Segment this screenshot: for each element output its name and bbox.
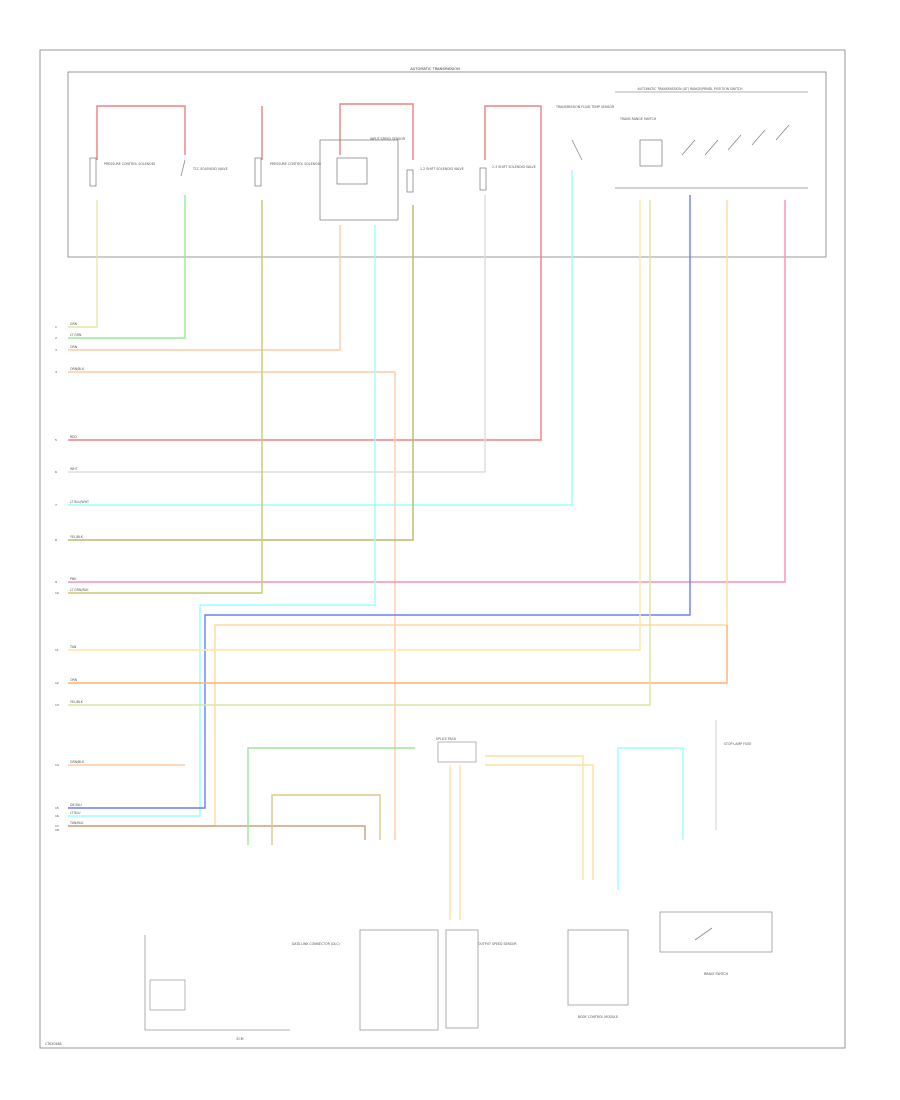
- svg-text:ECM: ECM: [237, 1037, 244, 1041]
- wire-color-label: YEL/BLK: [70, 700, 84, 704]
- pin-number: 6: [55, 470, 57, 474]
- pin-number: 5: [55, 438, 57, 442]
- footer-code: CTKX0488: [45, 1042, 62, 1046]
- svg-text:DATA LINK CONNECTOR (DLC): DATA LINK CONNECTOR (DLC): [292, 942, 340, 946]
- wire-color-label: TAN/BLK: [69, 821, 84, 825]
- svg-text:BRAKE SWITCH: BRAKE SWITCH: [704, 972, 729, 976]
- wire-color-label: YEL/BLK: [70, 535, 84, 539]
- pin-number: 15: [55, 806, 59, 810]
- pin-number: 16: [55, 814, 59, 818]
- wires: [68, 103, 786, 920]
- ecm-module: ECM DATA LINK CONNECTOR (DLC): [144, 935, 340, 1041]
- pin-number: 9: [55, 580, 57, 584]
- wire-color-label: PNK: [70, 577, 77, 581]
- pin-number: 12: [55, 681, 59, 685]
- wire-color-label: GRN: [70, 322, 78, 326]
- pin-number: 14: [55, 763, 59, 767]
- connector-block: [359, 929, 439, 1031]
- pin-number: 18: [55, 828, 59, 832]
- svg-text:TRANS RANGE SWITCH: TRANS RANGE SWITCH: [619, 117, 657, 121]
- input-speed-sensor: INPUT SPEED SENSOR: [319, 137, 406, 221]
- pin-number: 11: [55, 648, 59, 652]
- wire-color-label: LT GRN/BLK: [70, 588, 89, 592]
- svg-text:PRESSURE CONTROL SOLENOID: PRESSURE CONTROL SOLENOID: [270, 162, 322, 166]
- fluid-temp-sensor: TRANSMISSION FLUID TEMP SENSOR: [555, 105, 615, 161]
- pin-number: 1: [55, 325, 57, 329]
- pin-number: 17: [55, 824, 59, 828]
- stop-lamp-fuse: STOP LAMP FUSE: [724, 742, 751, 746]
- tcc-solenoid-switch: TCC SOLENOID VALVE: [180, 159, 228, 177]
- svg-text:BODY CONTROL MODULE: BODY CONTROL MODULE: [578, 1015, 618, 1019]
- output-speed-sensor: OUTPUT SPEED SENSOR: [445, 929, 517, 1029]
- svg-text:OUTPUT SPEED SENSOR: OUTPUT SPEED SENSOR: [478, 942, 517, 946]
- wire-color-label: LT BLU/WHT: [70, 500, 89, 504]
- pin-number: 4: [55, 370, 57, 374]
- wire-color-label: ORN: [70, 678, 78, 682]
- wire-color-label: LT GRN: [70, 333, 82, 337]
- pressure-control-solenoid-2: PRESSURE CONTROL SOLENOID: [254, 157, 322, 187]
- svg-text:PRESSURE CONTROL SOLENOID: PRESSURE CONTROL SOLENOID: [104, 162, 156, 166]
- pin-number: 2: [55, 336, 57, 340]
- svg-text:TRANSMISSION FLUID TEMP SENSOR: TRANSMISSION FLUID TEMP SENSOR: [555, 105, 615, 109]
- wire-color-label: DK BLU: [70, 803, 82, 807]
- trans-range-switch: TRANS RANGE SWITCH: [615, 117, 808, 189]
- shift-solenoid-2-3: 2-3 SHIFT SOLENOID VALVE: [479, 165, 536, 191]
- wire-color-label: GRN/BLK: [70, 760, 85, 764]
- svg-text:STOP LAMP FUSE: STOP LAMP FUSE: [724, 742, 751, 746]
- transmission-box: [67, 71, 827, 258]
- body-control-module: BODY CONTROL MODULE: [567, 929, 629, 1019]
- range-switch-title: AUTOMATIC TRANSMISSION (AT) RANGE/PRNDL …: [637, 87, 743, 91]
- brake-switch: BRAKE SWITCH: [659, 911, 773, 976]
- wire-color-label: TAN: [69, 645, 77, 649]
- outer-frame: [39, 49, 846, 1049]
- wire-color-label: ORN/BLK: [70, 367, 85, 371]
- wire-color-label: WHT: [70, 467, 78, 471]
- wire-color-label: LT BLU: [70, 811, 81, 815]
- pin-number: 8: [55, 538, 57, 542]
- wire-color-label: ORN: [70, 345, 78, 349]
- splice-pack: SPLICE PACK: [436, 737, 477, 763]
- svg-text:SPLICE PACK: SPLICE PACK: [436, 737, 457, 741]
- svg-text:1-2 SHIFT SOLENOID VALVE: 1-2 SHIFT SOLENOID VALVE: [420, 167, 464, 171]
- svg-text:2-3 SHIFT SOLENOID VALVE: 2-3 SHIFT SOLENOID VALVE: [492, 165, 536, 169]
- pin-number: 7: [55, 503, 57, 507]
- pin-number: 13: [55, 703, 59, 707]
- svg-text:TCC SOLENOID VALVE: TCC SOLENOID VALVE: [192, 167, 228, 171]
- pin-number: 10: [55, 591, 59, 595]
- pin-number: 3: [55, 348, 57, 352]
- shift-solenoid-1-2: 1-2 SHIFT SOLENOID VALVE: [406, 167, 464, 193]
- pressure-control-solenoid-1: PRESSURE CONTROL SOLENOID: [89, 157, 156, 187]
- wire-color-label: RED: [70, 435, 77, 439]
- svg-text:INPUT SPEED SENSOR: INPUT SPEED SENSOR: [370, 137, 406, 141]
- transmission-box-title: AUTOMATIC TRANSMISSION: [410, 67, 460, 71]
